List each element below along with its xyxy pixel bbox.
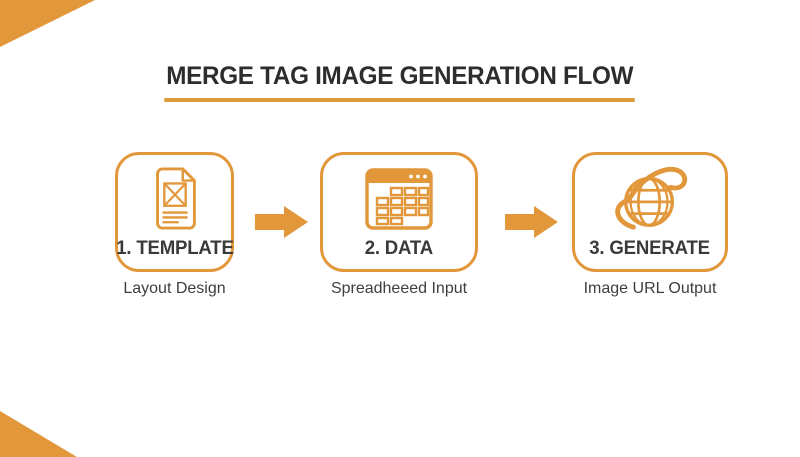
arrow-shaft [505, 214, 534, 230]
step-caption: Layout Design [123, 280, 226, 297]
step-label: 1. TEMPLATE [115, 238, 234, 259]
step-box-generate: 3. GENERATE [572, 152, 728, 272]
flow-arrow-right-icon [255, 206, 309, 238]
corner-accent-bottom-left [0, 411, 77, 457]
globe-network-icon [609, 166, 691, 232]
flow-arrow-right-icon [505, 206, 559, 238]
title-container: MERGE TAG IMAGE GENERATION FLOW [0, 62, 800, 102]
arrow-head [534, 206, 558, 238]
step-caption: Spreadheeed Input [330, 280, 468, 297]
corner-accent-top-left [0, 0, 95, 47]
page-title: MERGE TAG IMAGE GENERATION FLOW [164, 62, 636, 102]
arrow-head [284, 206, 308, 238]
step-box-data: 2. DATA [320, 152, 478, 272]
arrow-shaft [255, 214, 284, 230]
step-label: 3. GENERATE [589, 238, 711, 259]
step-caption: Image URL Output [583, 280, 717, 297]
document-wireframe-icon [149, 166, 201, 232]
step-box-template: 1. TEMPLATE [115, 152, 234, 272]
step-label: 2. DATA [364, 238, 434, 259]
spreadsheet-icon [365, 166, 433, 232]
